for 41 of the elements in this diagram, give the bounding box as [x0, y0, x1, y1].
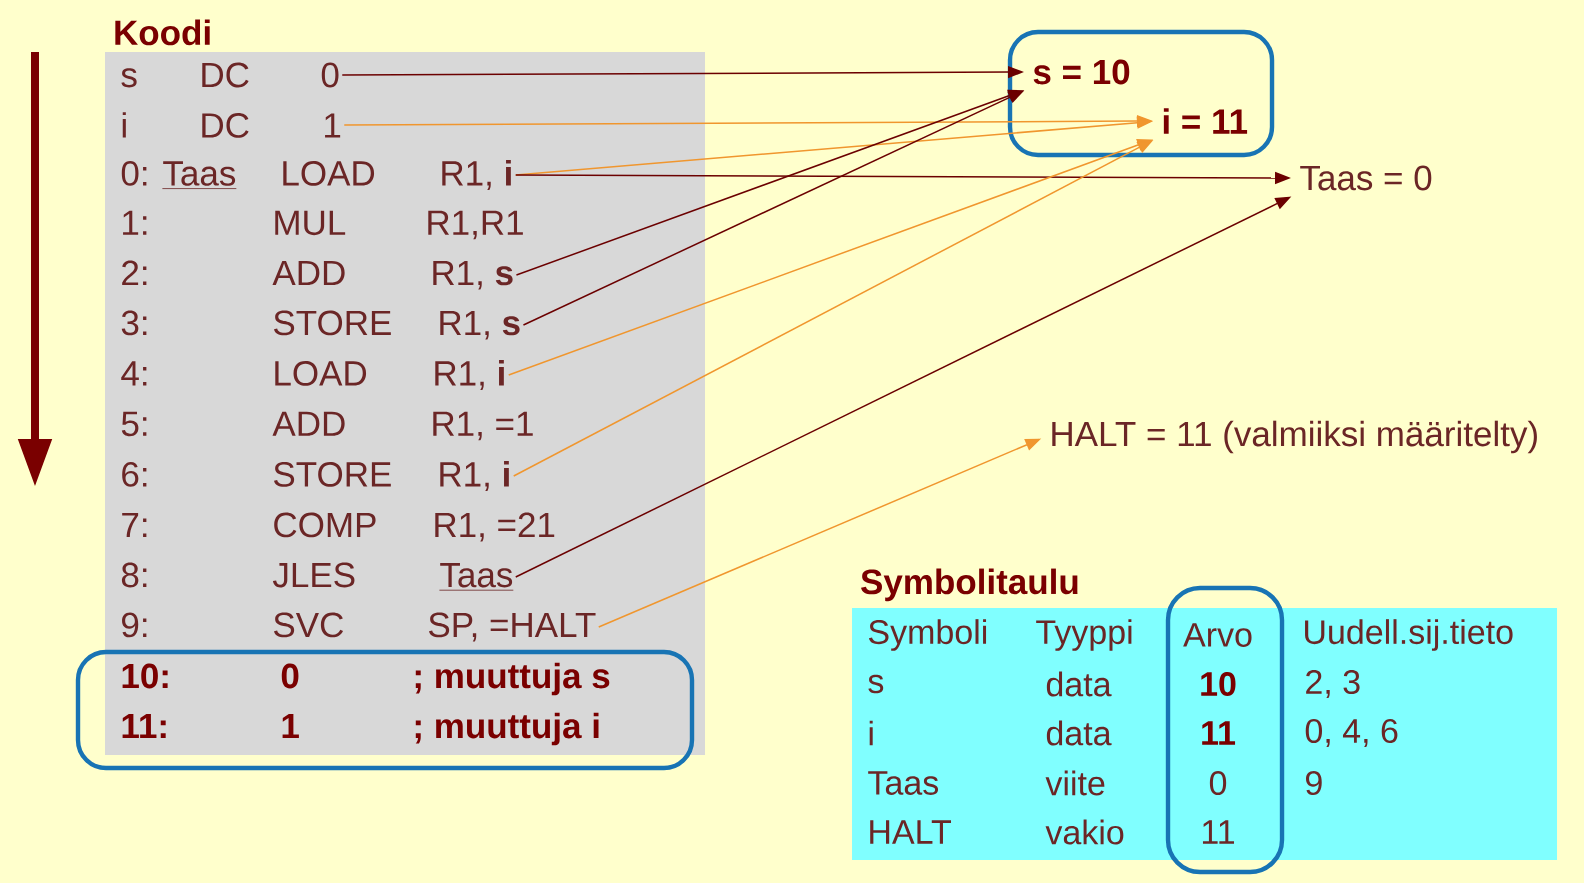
- table-cell: vakio: [1045, 819, 1124, 845]
- table-cell: Uudell.sij.tieto: [1305, 619, 1513, 651]
- code-line: 6: STORE R1, i: [122, 461, 509, 491]
- table-cell: viite: [1045, 770, 1105, 796]
- code-line: 0: Taas LOAD R1, i: [121, 160, 511, 190]
- table-cell: Tyyppi: [1036, 619, 1132, 651]
- code-line: 1: MUL R1,R1: [123, 210, 523, 240]
- code-line: 8: JLES Taas: [121, 562, 514, 591]
- node-label: Koodi: [115, 19, 210, 46]
- table-cell: Symboli: [868, 619, 987, 651]
- highlight-outline: [1007, 29, 1275, 158]
- code-line: 10: 0 ; muuttuja s: [122, 662, 610, 696]
- table-cell: 0: [1209, 770, 1227, 796]
- table-cell: i: [869, 720, 873, 746]
- code-line: i DC 1: [122, 112, 341, 138]
- table-cell: 11: [1202, 820, 1234, 844]
- table-cell: Taas: [868, 771, 939, 795]
- table-cell: HALT: [870, 820, 951, 844]
- table-cell: Arvo: [1183, 623, 1252, 647]
- highlight-outline: [75, 649, 695, 771]
- code-line: 9: SVC SP, =HALT: [122, 612, 596, 642]
- code-line: 7: COMP R1, =21: [122, 512, 555, 542]
- node-label: Symbolitaulu: [861, 568, 1078, 602]
- symbol-value: HALT = 11 (valmiiksi määritelty): [1052, 420, 1537, 454]
- table-cell: data: [1046, 720, 1112, 746]
- table-cell: s: [868, 674, 884, 694]
- table-cell: 11: [1202, 721, 1236, 745]
- code-line: s DC 0: [121, 62, 339, 88]
- code-line: 3: STORE R1, s: [121, 310, 520, 340]
- variable-value: i = 11: [1163, 108, 1248, 134]
- code-line: 5: ADD R1, =1: [121, 411, 533, 441]
- table-cell: 10: [1201, 671, 1236, 697]
- table-cell: 2, 3: [1306, 669, 1360, 699]
- table-cell: data: [1046, 671, 1112, 697]
- variable-value: s = 10: [1033, 59, 1130, 85]
- table-cell: 9: [1306, 770, 1322, 796]
- table-cell: 0, 4, 6: [1305, 718, 1398, 748]
- symbol-value: Taas = 0: [1300, 165, 1432, 191]
- code-line: 4: LOAD R1, i: [121, 360, 504, 390]
- code-line: 2: ADD R1, s: [122, 260, 513, 290]
- code-line: 11: 1 ; muuttuja i: [122, 712, 599, 746]
